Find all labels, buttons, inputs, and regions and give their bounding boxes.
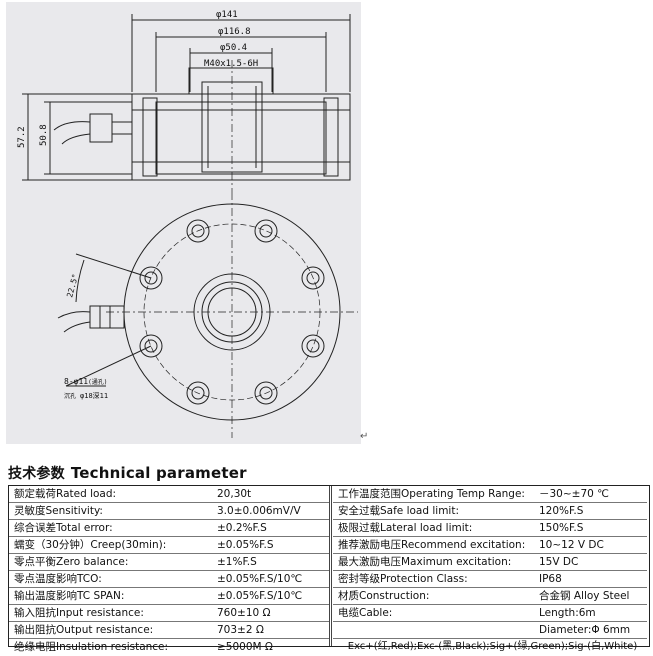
spec-row: 输入阻抗Input resistance:760±10 Ω — [9, 604, 329, 622]
spec-value: 合金钢 Alloy Steel — [534, 587, 647, 605]
dim-height-body-label: 50.8 — [39, 124, 49, 146]
spec-label: 零点平衡Zero balance: — [9, 553, 212, 571]
spec-row: 零点温度影响TCO:±0.05%F.S/10℃ — [9, 570, 329, 588]
spec-row: 安全过载Safe load limit:120%F.S — [333, 502, 647, 520]
spec-label: 综合误差Total error: — [9, 519, 212, 537]
spec-row: 额定载荷Rated load:20,30t — [9, 486, 329, 503]
spec-value: 760±10 Ω — [212, 604, 329, 622]
spec-value: Diameter:Φ 6mm — [534, 621, 647, 639]
spec-row: Diameter:Φ 6mm — [333, 621, 647, 639]
spec-value: 10~12 V DC — [534, 536, 647, 554]
spec-value: ±1%F.S — [212, 553, 329, 571]
side-view-boss — [188, 67, 274, 95]
return-mark: ↵ — [360, 431, 369, 442]
wiring-row: Exc+(红,Red);Exc-(黑,Black);Sig+(绿,Green);… — [333, 639, 647, 656]
angle-arc — [75, 259, 85, 303]
spec-row: 推荐激励电压Recommend excitation:10~12 V DC — [333, 536, 647, 554]
side-view-connector — [89, 113, 113, 143]
spec-label: 最大激励电压Maximum excitation: — [333, 553, 534, 571]
dim-thread-label: M40x1.5-6H — [204, 59, 258, 69]
top-view-connector — [89, 305, 125, 329]
spec-label: 安全过载Safe load limit: — [333, 502, 534, 520]
spec-label: 额定载荷Rated load: — [9, 486, 212, 503]
section-title: 技术参数 Technical parameter — [8, 463, 247, 483]
spec-value: 3.0±0.006mV/V — [212, 502, 329, 520]
top-view-hub-inner — [201, 281, 263, 343]
spec-label: 密封等级Protection Class: — [333, 570, 534, 588]
spec-label: 零点温度影响TCO: — [9, 570, 212, 588]
spec-row: 最大激励电压Maximum excitation:15V DC — [333, 553, 647, 571]
spec-table-divider — [329, 486, 332, 646]
dim-mid-label: φ116.8 — [218, 27, 251, 37]
spec-value: IP68 — [534, 570, 647, 588]
title-en: Technical parameter — [70, 464, 247, 482]
bolt-holes — [139, 219, 325, 405]
spec-value: 20,30t — [212, 486, 329, 503]
spec-row: 输出阻抗Output resistance:703±2 Ω — [9, 621, 329, 639]
spec-value: ±0.05%F.S/10℃ — [212, 587, 329, 605]
title-cn: 技术参数 — [8, 466, 65, 482]
spec-value: －30~±70 ℃ — [534, 486, 647, 503]
load-cell-drawing-svg: φ141 φ116.8 φ50.4 M40x1.5-6H 57.2 50.8 2… — [17, 10, 358, 438]
hole-leader — [65, 345, 152, 387]
spec-value: Length:6m — [534, 604, 647, 622]
spec-label: 材质Construction: — [333, 587, 534, 605]
spec-label: 极限过载Lateral load limit: — [333, 519, 534, 537]
spec-value: ≥5000M Ω — [217, 641, 273, 653]
spec-label: 推荐激励电压Recommend excitation: — [333, 536, 534, 554]
spec-row: 输出温度影响TC SPAN:±0.05%F.S/10℃ — [9, 587, 329, 605]
spec-value: 120%F.S — [534, 502, 647, 520]
spec-label: 输出温度影响TC SPAN: — [9, 587, 212, 605]
side-view-body — [131, 93, 351, 181]
dim-outer-label: φ141 — [216, 10, 238, 20]
spec-value: 150%F.S — [534, 519, 647, 537]
spec-row: 材质Construction:合金钢 Alloy Steel — [333, 587, 647, 605]
spec-row: 工作温度范围Operating Temp Range:－30~±70 ℃ — [333, 486, 647, 503]
spec-row: 极限过载Lateral load limit:150%F.S — [333, 519, 647, 537]
spec-row: 电缆Cable:Length:6m — [333, 604, 647, 622]
spec-row: 蠕变（30分钟）Creep(30min):±0.05%F.S — [9, 536, 329, 554]
spec-label: 输出阻抗Output resistance: — [9, 621, 212, 639]
spec-label: 灵敏度Sensitivity: — [9, 502, 212, 520]
spec-row: 综合误差Total error:±0.2%F.S — [9, 519, 329, 537]
dim-height-total-label: 57.2 — [17, 126, 27, 148]
top-view-hub-outer — [193, 273, 271, 351]
spec-value: ±0.2%F.S — [212, 519, 329, 537]
spec-value: 15V DC — [534, 553, 647, 571]
spec-row: 密封等级Protection Class:IP68 — [333, 570, 647, 588]
technical-drawing: φ141 φ116.8 φ50.4 M40x1.5-6H 57.2 50.8 2… — [6, 2, 361, 444]
spec-row: 绝缘电阻Insulation resistance: ≥5000M Ω — [9, 639, 329, 656]
hole-note-line1: 8-φ11(通孔) — [64, 377, 107, 386]
spec-row: 零点平衡Zero balance:±1%F.S — [9, 553, 329, 571]
spec-label: 蠕变（30分钟）Creep(30min): — [9, 536, 212, 554]
dim-inner-label: φ50.4 — [220, 43, 247, 53]
spec-row: 灵敏度Sensitivity:3.0±0.006mV/V — [9, 502, 329, 520]
spec-label: 电缆Cable: — [333, 604, 534, 622]
spec-label: 绝缘电阻Insulation resistance: — [14, 641, 169, 653]
bolt-circle — [143, 223, 321, 401]
spec-label: 工作温度范围Operating Temp Range: — [333, 486, 534, 503]
spec-label: 输入阻抗Input resistance: — [9, 604, 212, 622]
spec-value: ±0.05%F.S/10℃ — [212, 570, 329, 588]
spec-value: 703±2 Ω — [212, 621, 329, 639]
spec-value: ±0.05%F.S — [212, 536, 329, 554]
wiring-colors: Exc+(红,Red);Exc-(黑,Black);Sig+(绿,Green);… — [347, 641, 638, 652]
spec-label — [333, 621, 534, 639]
